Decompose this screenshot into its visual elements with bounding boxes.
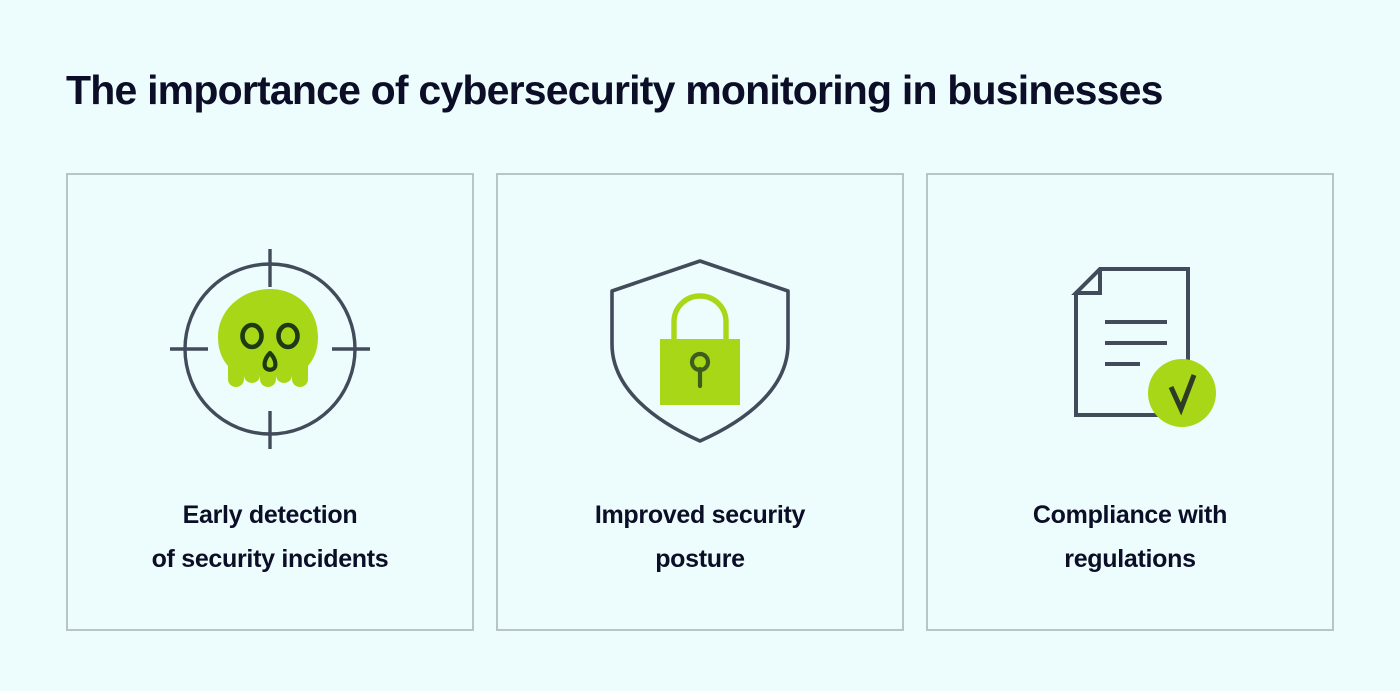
shield-outline bbox=[610, 259, 790, 443]
padlock-shackle bbox=[671, 293, 729, 344]
check-badge-circle bbox=[1148, 359, 1216, 427]
card-label: Early detection of security incidents bbox=[151, 501, 389, 573]
skull-shape bbox=[218, 289, 318, 387]
shield-padlock-icon bbox=[590, 249, 810, 449]
crosshair-ticks bbox=[170, 249, 370, 449]
page-title: The importance of cybersecurity monitori… bbox=[66, 67, 1163, 113]
card-improved-posture[interactable]: Improved security posture bbox=[496, 173, 904, 631]
card-label: Compliance with regulations bbox=[1032, 501, 1228, 573]
crosshair-skull-svg bbox=[170, 249, 370, 449]
card-compliance[interactable]: Compliance with regulations bbox=[926, 173, 1334, 631]
skull-eye-right bbox=[276, 322, 300, 350]
document-check-icon bbox=[1020, 249, 1240, 449]
card-label: Improved security posture bbox=[594, 501, 806, 573]
shield-padlock-svg bbox=[610, 259, 790, 443]
document-text-lines bbox=[1105, 320, 1167, 366]
card-grid: Early detection of security incidents bbox=[66, 173, 1334, 631]
document-check-svg bbox=[1071, 267, 1216, 427]
check-mark-icon bbox=[1168, 374, 1197, 416]
keyhole bbox=[689, 351, 711, 389]
crosshair-skull-icon bbox=[160, 249, 380, 449]
skull-nose bbox=[262, 350, 278, 372]
card-early-detection[interactable]: Early detection of security incidents bbox=[66, 173, 474, 631]
skull-eye-left bbox=[240, 322, 264, 350]
document-outline bbox=[1071, 267, 1190, 417]
